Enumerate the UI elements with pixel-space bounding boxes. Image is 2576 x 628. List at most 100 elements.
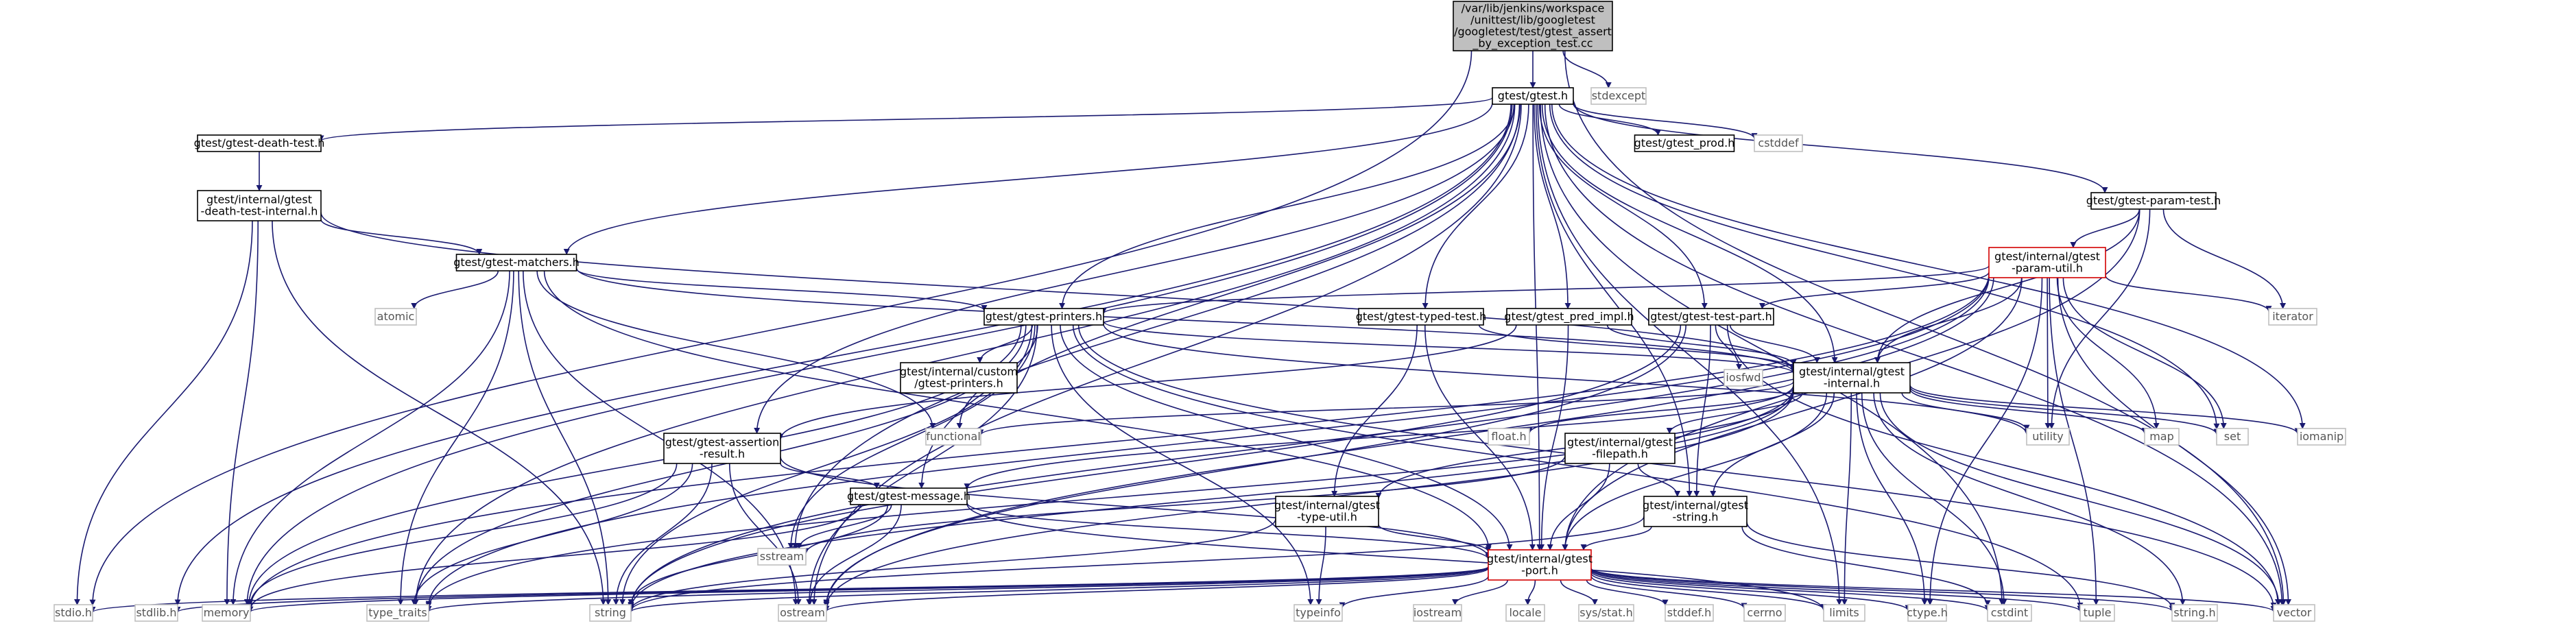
node-label: gtest/internal/gtest-death-test-internal… (201, 193, 318, 218)
edge-matchers-to-internal (575, 267, 1797, 374)
node-root[interactable]: /var/lib/jenkins/workspace/unittest/lib/… (1453, 1, 1613, 51)
edge-internal-to-limits (1841, 392, 1852, 605)
node-functional[interactable]: functional (925, 428, 981, 446)
node-box (2171, 604, 2218, 622)
node-label: tuple (2084, 606, 2112, 619)
edge-port-to-tuple (1590, 568, 2084, 612)
node-stdio[interactable]: stdio.h (53, 604, 93, 622)
edge-port-to-locale (1525, 579, 1536, 605)
node-atomic[interactable]: atomic (374, 308, 417, 326)
node-gtest[interactable]: gtest/gtest.h (1492, 87, 1574, 105)
node-stdlib[interactable]: stdlib.h (134, 604, 178, 622)
node-custom-printers[interactable]: gtest/internal/custom/gtest-printers.h (900, 362, 1018, 394)
edge-param_test-to-iterator (2162, 208, 2287, 309)
edge-gtest-to-limits (1537, 104, 1843, 605)
node-param-test[interactable]: gtest/gtest-param-test.h (2086, 192, 2221, 210)
edge-assertion_result-to-string (612, 463, 713, 605)
node-iomanip[interactable]: iomanip (2297, 428, 2346, 446)
node-box (53, 604, 93, 622)
node-vector[interactable]: vector (2273, 604, 2315, 622)
node-typeinfo[interactable]: typeinfo (1293, 604, 1343, 622)
node-printers[interactable]: gtest/gtest-printers.h (983, 308, 1104, 326)
node-prod[interactable]: gtest/gtest_prod.h (1634, 134, 1735, 152)
edge-port-to-sys_stat (1560, 579, 1598, 605)
edge-filepath-to-string_h_int (1637, 463, 1681, 497)
node-label: cerrno (1747, 606, 1782, 619)
node-box (455, 254, 577, 271)
node-type-traits[interactable]: type_traits (366, 604, 429, 622)
node-assertion-result[interactable]: gtest/gtest-assertion-result.h (663, 433, 781, 464)
node-string-c[interactable]: string.h (2171, 604, 2218, 622)
node-box (197, 134, 322, 152)
node-iosfwd[interactable]: iosfwd (1724, 369, 1763, 387)
edge-gtest-to-memory (243, 104, 1513, 605)
node-memory[interactable]: memory (202, 604, 251, 622)
edge-string_h_int-to-cstdint (1741, 526, 1991, 607)
node-test-part[interactable]: gtest/gtest-test-part.h (1648, 308, 1774, 326)
node-death-test[interactable]: gtest/gtest-death-test.h (194, 134, 325, 152)
edge-filepath-to-sstream (802, 455, 1566, 555)
node-limits[interactable]: limits (1823, 604, 1865, 622)
node-set[interactable]: set (2216, 428, 2249, 446)
node-label: type_traits (368, 606, 427, 620)
node-stdexcept[interactable]: stdexcept (1590, 87, 1647, 105)
node-label: iostream (1414, 606, 1462, 619)
node-float-h[interactable]: float.h (1488, 428, 1530, 446)
node-label: gtest/gtest_pred_impl.h (1504, 310, 1634, 324)
node-label: gtest/internal/gtest-type-util.h (1274, 499, 1380, 524)
node-cstddef[interactable]: cstddef (1754, 134, 1803, 152)
node-param-util[interactable]: gtest/internal/gtest-param-util.h (1988, 247, 2106, 278)
edge-param_util-to-map (2056, 277, 2160, 429)
node-locale[interactable]: locale (1505, 604, 1545, 622)
node-label: atomic (377, 310, 415, 323)
edge-test_part-to-ostream (823, 324, 1686, 606)
node-string[interactable]: string (589, 604, 632, 622)
node-port[interactable]: gtest/internal/gtest-port.h (1487, 549, 1593, 581)
edge-internal-to-map (1909, 388, 2148, 435)
edge-message-to-port (966, 502, 1492, 560)
node-label: string.h (2173, 606, 2215, 619)
node-typed-test[interactable]: gtest/gtest-typed-test.h (1356, 308, 1487, 326)
node-string-h-int[interactable]: gtest/internal/gtest-string.h (1643, 496, 1748, 527)
node-box (374, 308, 417, 326)
node-map[interactable]: map (2144, 428, 2180, 446)
edge-port-to-iostream (1452, 579, 1508, 605)
edge-internal-to-utility (1901, 392, 2030, 431)
edge-gtest-to-typed_test (1422, 104, 1529, 309)
node-type-util[interactable]: gtest/internal/gtest-type-util.h (1274, 496, 1380, 527)
node-sstream[interactable]: sstream (757, 548, 807, 566)
edge-port-to-stddef (1586, 579, 1669, 606)
node-cerrno[interactable]: cerrno (1743, 604, 1786, 622)
node-message[interactable]: gtest/gtest-message.h (847, 487, 970, 505)
node-pred-impl[interactable]: gtest/gtest_pred_impl.h (1504, 308, 1634, 326)
node-sys-stat[interactable]: sys/stat.h (1578, 604, 1634, 622)
node-label: gtest/internal/gtest-filepath.h (1567, 436, 1673, 461)
node-box (2079, 604, 2115, 622)
node-death-internal[interactable]: gtest/internal/gtest-death-test-internal… (197, 190, 322, 221)
node-iterator[interactable]: iterator (2268, 308, 2317, 326)
edge-death_internal-to-string (272, 220, 607, 605)
node-iostream[interactable]: iostream (1413, 604, 1462, 622)
node-label: utility (2032, 430, 2064, 443)
node-ostream[interactable]: ostream (778, 604, 827, 622)
node-matchers[interactable]: gtest/gtest-matchers.h (453, 254, 580, 271)
edge-death_internal-to-stdio (73, 220, 253, 605)
edge-port-to-ctype (1590, 570, 1911, 612)
node-filepath[interactable]: gtest/internal/gtest-filepath.h (1564, 433, 1675, 464)
node-label: float.h (1491, 430, 1526, 443)
node-stddef[interactable]: stddef.h (1665, 604, 1714, 622)
node-label: gtest/gtest-test-part.h (1650, 310, 1772, 323)
node-utility[interactable]: utility (2026, 428, 2070, 446)
node-ctype[interactable]: ctype.h (1907, 604, 1948, 622)
edge-string_h_int-to-string_c (1746, 522, 2175, 609)
edge-internal-to-functional (977, 381, 1794, 436)
node-cstdint[interactable]: cstdint (1987, 604, 2032, 622)
edge-printers-to-typeinfo (1051, 324, 1314, 605)
node-internal[interactable]: gtest/internal/gtest-internal.h (1793, 362, 1911, 394)
node-box (1453, 1, 1613, 51)
node-box (589, 604, 632, 622)
node-tuple[interactable]: tuple (2079, 604, 2115, 622)
node-box (2216, 428, 2249, 446)
node-box (1275, 496, 1379, 527)
